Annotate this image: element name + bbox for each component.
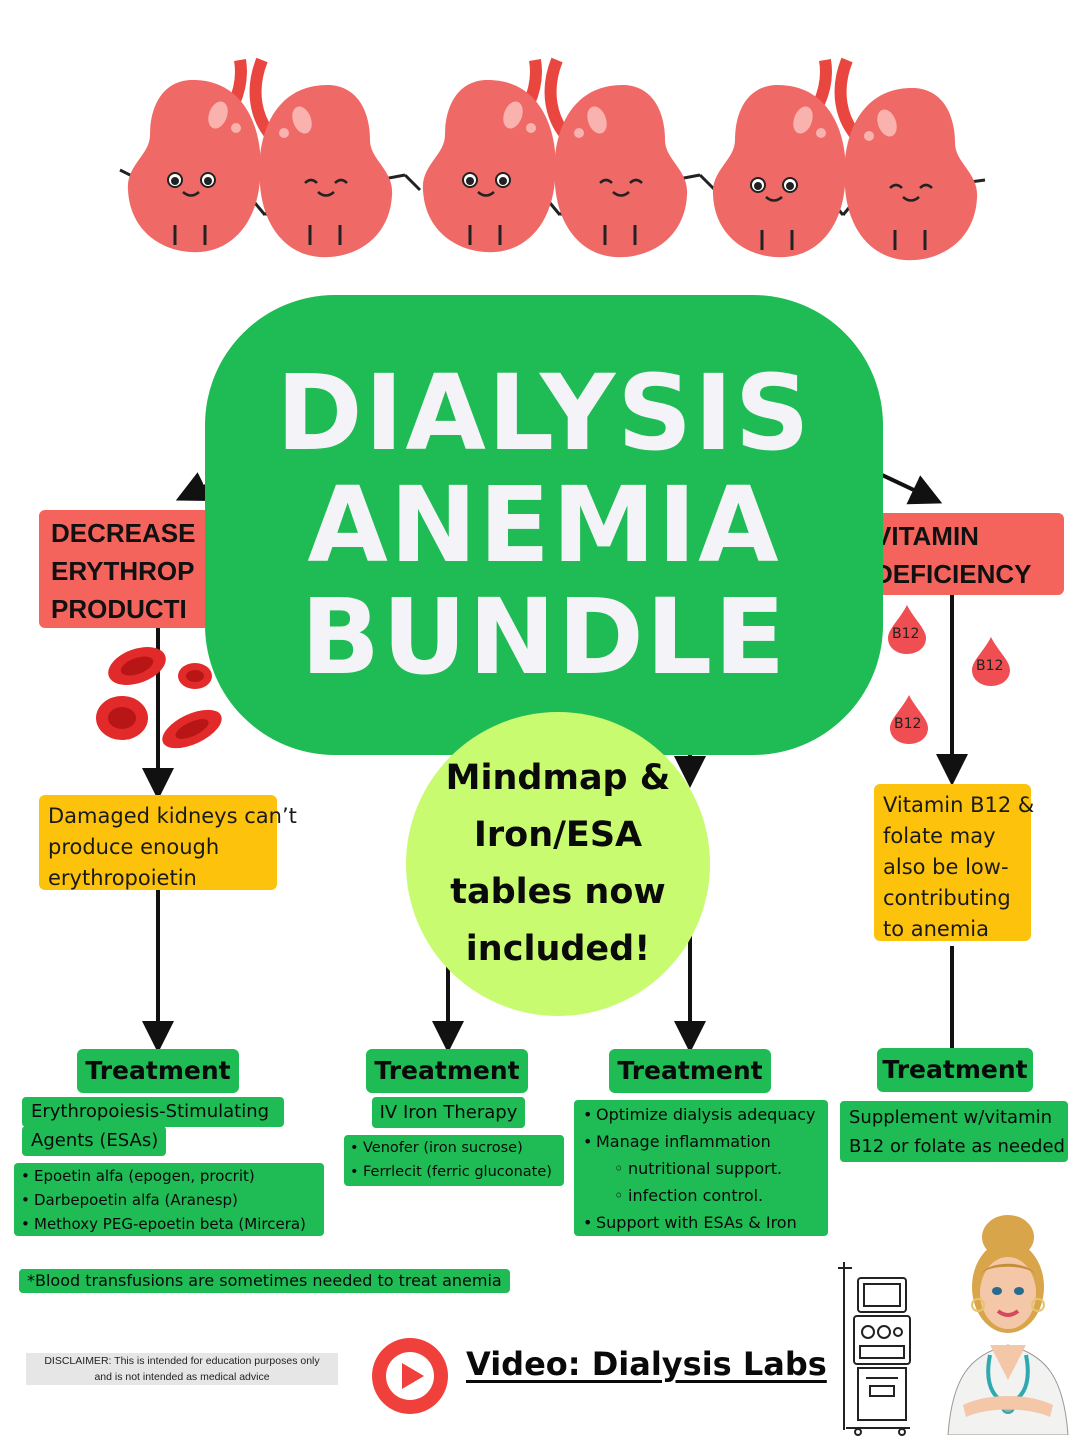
transfusion-note: *Blood transfusions are sometimes needed… (19, 1269, 510, 1293)
esa-drugs-list: Epoetin alfa (epogen, procrit) Darbepoet… (14, 1163, 324, 1236)
cause-vitamin-deficiency-box: VITAMIN DEFICIENCY (862, 513, 1064, 595)
explanation-vitamin-line-1: Vitamin B12 & (883, 793, 1035, 817)
kidney-mascots-illustration (119, 57, 986, 261)
dialysis-subitem: infection control. (614, 1182, 828, 1209)
treatment-header-esa: Treatment (77, 1049, 239, 1093)
vitamin-treatment-line-1: Supplement w/vitamin (849, 1107, 1053, 1128)
play-icon[interactable] (371, 1337, 449, 1415)
hero-title-panel: DIALYSIS ANEMIA BUNDLE (205, 295, 883, 755)
vitamin-treatment-line-2: B12 or folate as needed (849, 1136, 1065, 1157)
b12-drop-1: B12 (884, 603, 930, 655)
explanation-kidneys-line-3: erythropoietin (48, 866, 197, 890)
dialysis-item: Optimize dialysis adequacy (583, 1101, 828, 1128)
title-line-2: ANEMIA (307, 464, 781, 586)
iron-drugs-list: Venofer (iron sucrose) Ferrlecit (ferric… (344, 1135, 564, 1186)
explanation-vitamin-line-5: to anemia (883, 917, 990, 941)
iron-heading: IV Iron Therapy (379, 1102, 518, 1123)
callout-line-1: Mindmap & (445, 758, 671, 798)
explanation-vitamin-line-2: folate may (883, 824, 996, 848)
esa-heading-box: Erythropoiesis-Stimulating (22, 1097, 284, 1127)
b12-label-1: B12 (892, 626, 920, 642)
callout-line-3: tables now (450, 872, 666, 912)
treatment-header-iron: Treatment (366, 1049, 528, 1093)
explanation-vitamin-line-3: also be low- (883, 855, 1009, 879)
treatment-header-dialysis: Treatment (609, 1049, 771, 1093)
cause-left-line-1: DECREASE (51, 518, 196, 548)
disclaimer: DISCLAIMER: This is intended for educati… (26, 1353, 338, 1385)
title-line-3: BUNDLE (300, 576, 788, 698)
explanation-vitamin-line-4: contributing (883, 886, 1011, 910)
esa-drug-item: Methoxy PEG-epoetin beta (Mircera) (21, 1212, 324, 1236)
explanation-kidneys-line-2: produce enough (48, 835, 220, 859)
kidney-pair-2 (403, 57, 701, 258)
esa-heading-box-2: Agents (ESAs) (22, 1126, 166, 1156)
drop-icon (890, 695, 928, 744)
cause-right-line-1: VITAMIN (874, 521, 979, 551)
explanation-vitamin-box: Vitamin B12 & folate may also be low- co… (874, 784, 1035, 941)
cause-left-line-3: PRODUCTI (51, 594, 187, 624)
iron-drug-item: Ferrlecit (ferric gluconate) (350, 1160, 564, 1184)
esa-heading-line-2: Agents (ESAs) (31, 1130, 159, 1151)
esa-heading-line-1: Erythropoiesis-Stimulating (31, 1101, 270, 1122)
dialysis-machine-illustration (838, 1262, 911, 1436)
vitamin-treatment-box: Supplement w/vitamin B12 or folate as ne… (840, 1101, 1068, 1162)
cause-left-line-2: ERYTHROP (51, 556, 195, 586)
dialysis-item: Manage inflammation (583, 1128, 828, 1155)
title-line-1: DIALYSIS (276, 352, 812, 474)
disclaimer-line-2: and is not intended as medical advice (94, 1371, 270, 1383)
iron-drug-item: Venofer (iron sucrose) (350, 1136, 564, 1160)
esa-drug-item: Epoetin alfa (epogen, procrit) (21, 1164, 324, 1188)
kidney-pair-1 (119, 57, 406, 258)
callout-line-4: included! (465, 929, 651, 969)
b12-drop-3: B12 (886, 693, 932, 745)
b12-drop-2: B12 (968, 635, 1014, 687)
drop-icon (972, 637, 1010, 686)
included-callout-circle: Mindmap & Iron/ESA tables now included! (406, 712, 710, 1016)
cause-decreased-erythropoietin-box: DECREASE ERYTHROP PRODUCTI (39, 510, 229, 628)
drop-icon (888, 605, 926, 654)
b12-label-2: B12 (976, 658, 1004, 674)
dialysis-treatment-list: Optimize dialysis adequacy Manage inflam… (574, 1100, 828, 1236)
explanation-kidneys-line-1: Damaged kidneys can’t (48, 804, 297, 828)
disclaimer-line-1: DISCLAIMER: This is intended for educati… (44, 1355, 320, 1367)
treatment-header-vitamin: Treatment (877, 1048, 1033, 1092)
cause-right-line-2: DEFICIENCY (874, 559, 1032, 589)
nurse-avatar-illustration (947, 1215, 1069, 1435)
dialysis-item: Support with ESAs & Iron (583, 1209, 828, 1236)
dialysis-subitem: nutritional support. (614, 1155, 828, 1182)
esa-drug-item: Darbepoetin alfa (Aranesp) (21, 1188, 324, 1212)
b12-label-3: B12 (894, 716, 922, 732)
explanation-kidneys-box: Damaged kidneys can’t produce enough ery… (39, 795, 297, 890)
video-link[interactable]: Video: Dialysis Labs (466, 1345, 827, 1383)
red-blood-cells-illustration (96, 647, 222, 749)
iron-heading-box: IV Iron Therapy (372, 1097, 525, 1128)
callout-line-2: Iron/ESA (473, 815, 643, 855)
kidney-pair-3 (698, 57, 986, 261)
